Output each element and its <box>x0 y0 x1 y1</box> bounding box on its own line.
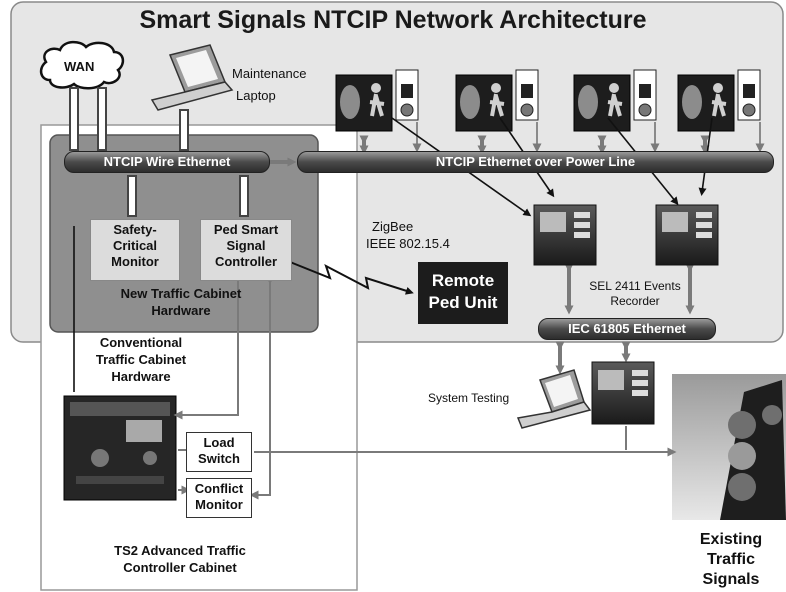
new-cabinet-line2: Hardware <box>151 303 211 318</box>
sel-line2: Recorder <box>610 294 660 308</box>
ntcip-wire-ethernet-bar: NTCIP Wire Ethernet <box>64 151 270 173</box>
maintenance-laptop-label-line1: Maintenance <box>232 66 307 81</box>
new-cabinet-line1: New Traffic Cabinet <box>120 286 242 301</box>
iec-61805-ethernet-bar: IEC 61805 Ethernet <box>538 318 716 340</box>
traffic-controller-unit-icon <box>63 395 177 501</box>
zigbee-label: ZigBee IEEE 802.15.4 <box>366 218 450 252</box>
ts2-cabinet-label: TS2 Advanced Traffic Controller Cabinet <box>70 542 290 576</box>
ped-controller-line1: Ped Smart <box>213 222 279 237</box>
sel-events-recorder-label: SEL 2411 Events Recorder <box>580 279 690 309</box>
conflict-monitor-line1: Conflict <box>194 481 244 496</box>
conflict-monitor-line2: Monitor <box>195 497 243 512</box>
maintenance-laptop-label-line2: Laptop <box>236 88 276 103</box>
remote-ped-unit-box: Remote Ped Unit <box>418 262 508 324</box>
ped-signal-head-4-icon <box>677 69 761 132</box>
remote-ped-line1: Remote <box>431 271 495 290</box>
safety-critical-monitor-box: Safety- Critical Monitor <box>90 219 180 281</box>
maintenance-laptop-icon <box>150 44 234 111</box>
sel-2411-device-2-icon <box>655 204 719 266</box>
diagram-title: Smart Signals NTCIP Network Architecture <box>139 6 647 34</box>
existing-traffic-signals-label: Existing Traffic Signals <box>686 530 776 590</box>
wan-cloud-icon <box>39 40 125 90</box>
ped-signal-head-2-icon <box>455 69 539 132</box>
zigbee-lightning-link <box>284 256 414 295</box>
conventional-line3: Hardware <box>111 369 171 384</box>
load-switch-line1: Load <box>203 435 235 450</box>
system-testing-label: System Testing <box>428 391 510 405</box>
wan-label: WAN <box>64 59 95 74</box>
wan-laptop-links <box>69 87 249 217</box>
conflict-monitor-box: Conflict Monitor <box>186 478 252 518</box>
sel-line1: SEL 2411 Events <box>589 279 681 293</box>
load-switch-line2: Switch <box>198 451 240 466</box>
connector-arrows <box>265 135 710 375</box>
ped-smart-signal-controller-box: Ped Smart Signal Controller <box>200 219 292 281</box>
existing-line3: Signals <box>702 571 760 588</box>
conventional-line2: Traffic Cabinet <box>95 352 187 367</box>
ntcip-ethernet-power-line-bar: NTCIP Ethernet over Power Line <box>297 151 774 173</box>
traffic-light-photo <box>672 374 786 520</box>
ped-signal-head-3-icon <box>573 69 657 132</box>
existing-line1: Existing <box>699 531 763 548</box>
sel-2411-device-3-icon <box>591 361 655 425</box>
conventional-line1: Conventional <box>99 335 183 350</box>
new-traffic-cabinet-label: New Traffic Cabinet Hardware <box>76 285 286 319</box>
sel-2411-device-1-icon <box>533 204 597 266</box>
ts2-line2: Controller Cabinet <box>123 560 237 575</box>
zigbee-line2: IEEE 802.15.4 <box>366 236 450 251</box>
safety-monitor-line3: Monitor <box>111 254 159 269</box>
ts2-line1: TS2 Advanced Traffic <box>114 543 246 558</box>
conventional-cabinet-label: Conventional Traffic Cabinet Hardware <box>76 334 206 385</box>
load-switch-box: Load Switch <box>186 432 252 472</box>
system-testing-laptop-icon <box>516 369 592 429</box>
safety-monitor-line2: Critical <box>112 238 158 253</box>
existing-line2: Traffic <box>706 551 755 568</box>
ped-signal-head-1-icon <box>335 69 419 132</box>
remote-ped-line2: Ped Unit <box>428 293 498 312</box>
ped-controller-line3: Controller <box>214 254 278 269</box>
zigbee-line1: ZigBee <box>372 219 414 234</box>
ped-controller-line2: Signal <box>226 238 266 253</box>
controller-wiring <box>173 275 677 500</box>
safety-monitor-line1: Safety- <box>113 222 157 237</box>
